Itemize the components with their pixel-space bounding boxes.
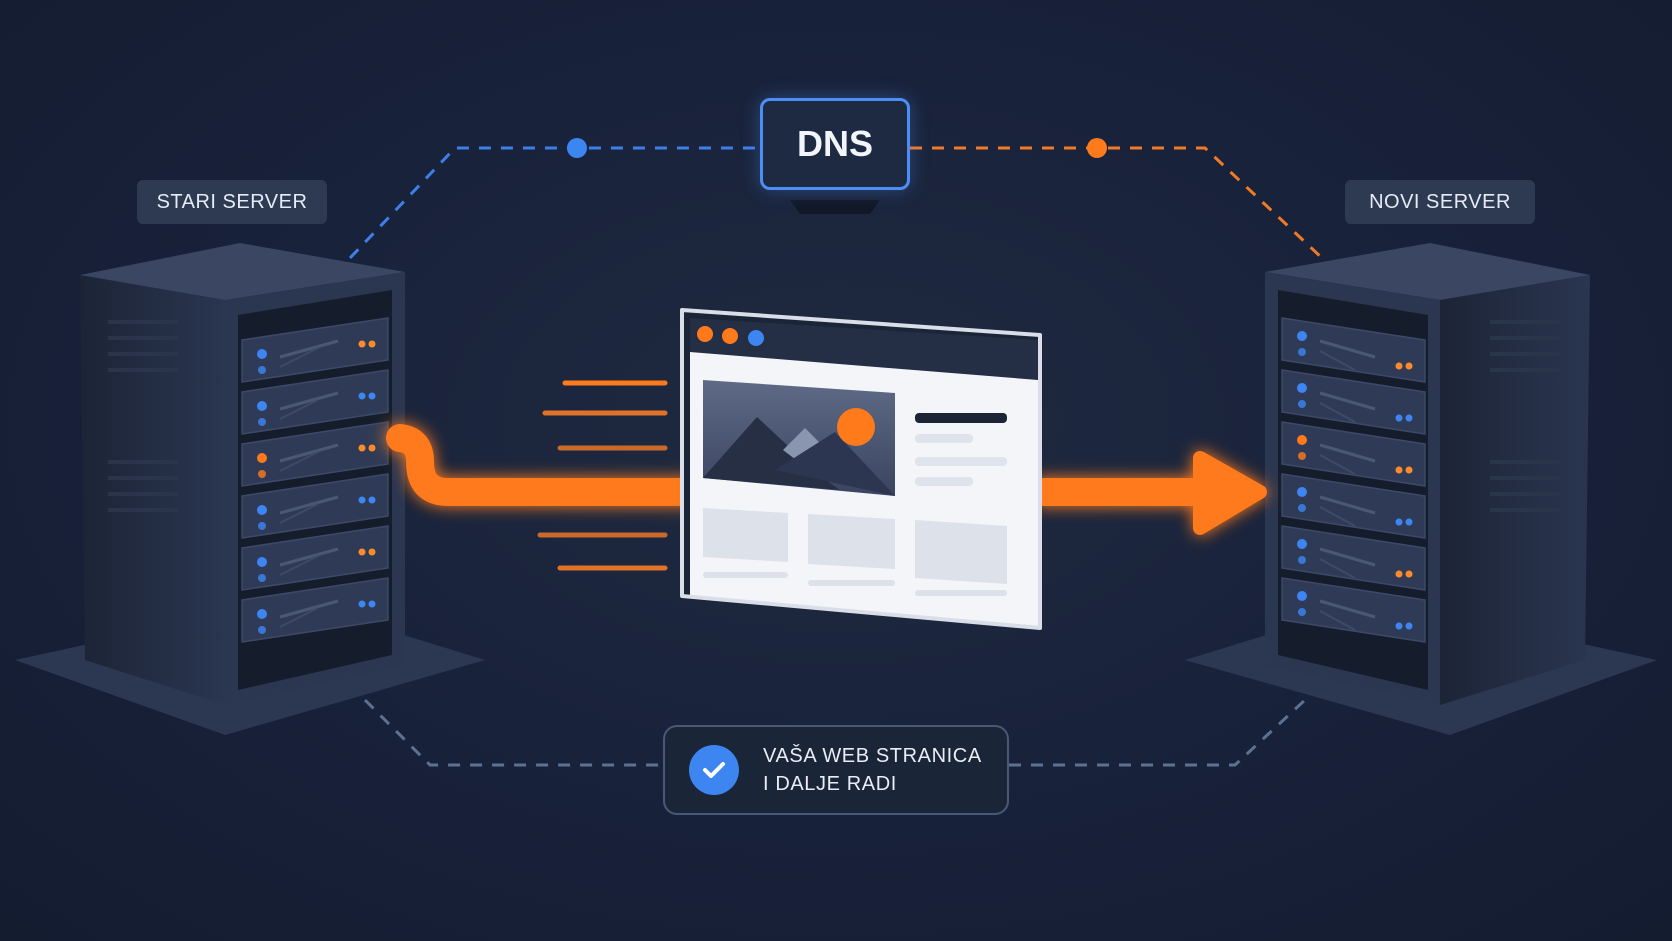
status-connectors xyxy=(363,698,1307,767)
dns-connector-right xyxy=(910,138,1324,260)
website-browser-window xyxy=(680,308,1042,630)
server-unit xyxy=(241,421,389,487)
dns-box: DNS xyxy=(760,98,910,190)
dns-label: DNS xyxy=(796,123,873,164)
server-unit xyxy=(1281,525,1426,591)
image-placeholder-icon xyxy=(703,380,895,496)
server-unit xyxy=(241,369,389,435)
dns-connector-left xyxy=(348,138,760,260)
server-unit xyxy=(1281,369,1426,435)
server-unit xyxy=(1281,577,1426,643)
old-server-rack xyxy=(15,243,485,735)
server-unit xyxy=(241,317,389,383)
server-unit xyxy=(1281,421,1426,487)
check-icon xyxy=(689,745,739,795)
server-unit xyxy=(1281,473,1426,539)
server-unit xyxy=(1281,317,1426,383)
server-unit xyxy=(241,577,389,643)
status-card: VAŠA WEB STRANICA I DALJE RADI xyxy=(663,725,1009,815)
new-server-label: NOVI SERVER xyxy=(1345,180,1535,224)
status-message: VAŠA WEB STRANICA I DALJE RADI xyxy=(763,742,982,798)
text-lines xyxy=(915,413,1007,486)
server-unit xyxy=(241,473,389,539)
new-server-rack xyxy=(1185,243,1657,735)
status-line-1: VAŠA WEB STRANICA xyxy=(763,745,982,767)
arrow-right-icon xyxy=(1193,451,1267,535)
server-unit xyxy=(241,525,389,591)
speed-lines xyxy=(537,380,668,571)
old-server-label: STARI SERVER xyxy=(137,180,327,224)
migration-arrow xyxy=(386,424,1267,535)
content-cards xyxy=(703,508,1007,596)
status-line-2: I DALJE RADI xyxy=(763,773,897,795)
